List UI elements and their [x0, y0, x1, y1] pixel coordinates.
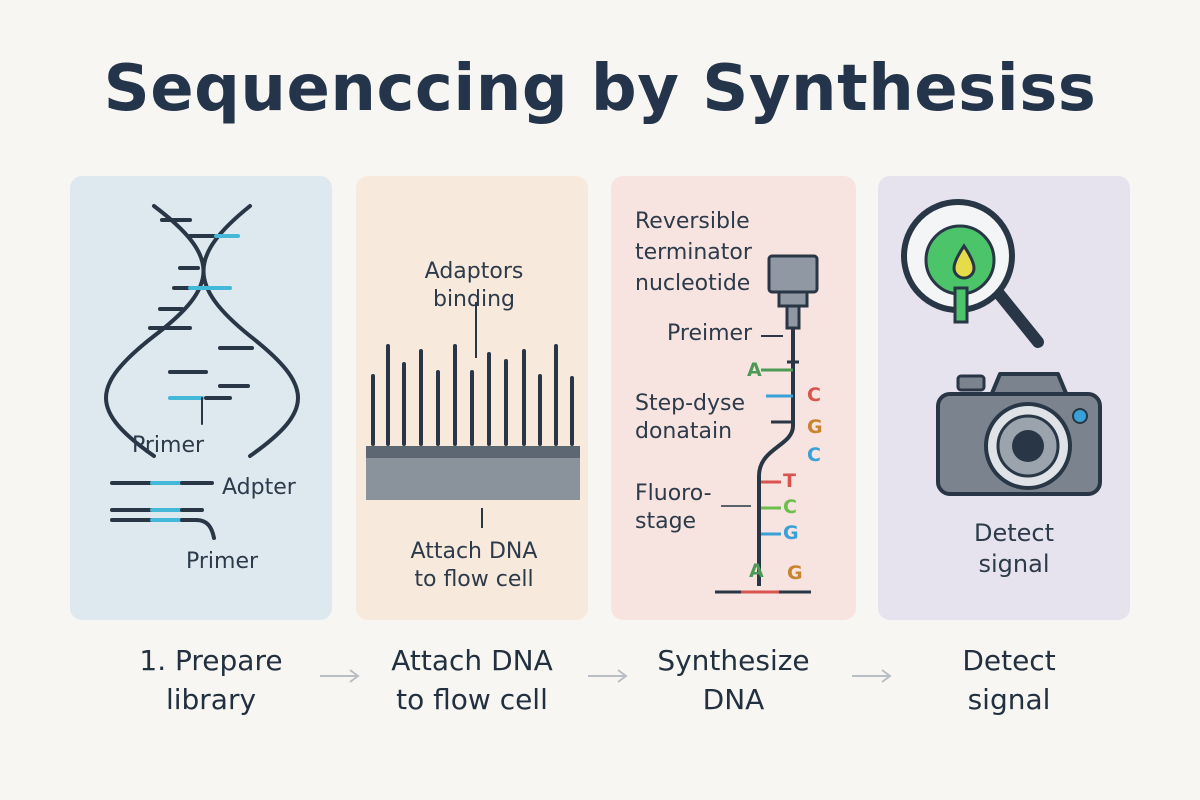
base-a-1: A: [747, 359, 762, 381]
label-preimer: Preimer: [667, 321, 753, 346]
base-g-2: G: [783, 522, 799, 544]
drop-icon: [952, 243, 976, 280]
panel-detect-signal: Detect signal: [878, 176, 1130, 620]
base-g-3: G: [787, 562, 803, 584]
base-c-1: C: [807, 384, 821, 406]
helix-strand-right: [201, 204, 300, 458]
label-attach-dna: Attach DNA to flow cell: [410, 539, 538, 593]
page-title: Sequenccing by Synthesiss: [103, 52, 1097, 126]
label-fluoro-stage: Fluoro- stage: [635, 481, 712, 535]
synthesis-illustration: [715, 254, 819, 594]
step-1-label: 1. Prepare library: [139, 644, 283, 716]
label-detect-signal: Detect signal: [973, 519, 1055, 579]
detection-illustration: [901, 199, 1102, 496]
base-c-3: C: [783, 496, 797, 518]
panel-prepare-library: Primer Adpter Primer: [70, 176, 332, 620]
base-g-1: G: [807, 416, 823, 438]
arrow-right-icon-1: [320, 669, 360, 683]
label-adapter: Adpter: [222, 475, 296, 500]
base-c-2: C: [807, 444, 821, 466]
helix-strand-left: [104, 204, 206, 458]
panel-synthesize-dna: Reversible terminator nucleotide Preimer…: [611, 176, 856, 620]
base-t-1: T: [783, 470, 796, 492]
dna-strands: [371, 344, 574, 446]
terminator-nucleotide-block: [767, 254, 819, 294]
arrow-right-icon-3: [852, 669, 892, 683]
step-2-label: Attach DNA to flow cell: [391, 644, 553, 716]
label-step-dyse: Step-dyse donatain: [635, 391, 746, 445]
label-primer-bottom: Primer: [186, 549, 259, 574]
flow-cell-top-edge: [366, 446, 580, 458]
label-adaptors-binding: Adaptors binding: [424, 259, 524, 313]
step-4-label: Detect signal: [962, 644, 1056, 716]
camera-icon: [936, 372, 1102, 496]
step-3-label: Synthesize DNA: [657, 644, 810, 716]
label-reversible-terminator: Reversible terminator nucleotide: [635, 209, 752, 297]
flow-cell-surface: [366, 458, 580, 500]
arrow-right-icon-2: [588, 669, 628, 683]
label-primer-top: Primer: [132, 433, 205, 458]
panel-attach-dna: Adaptors binding Attach DNA to flow cell: [356, 176, 588, 620]
adapter-strands: [110, 481, 216, 540]
dna-helix-illustration: [104, 204, 300, 540]
flow-cell-illustration: [366, 302, 580, 528]
base-a-2: A: [749, 560, 764, 582]
magnifier-icon: [901, 199, 1044, 348]
dna-template-strand: [757, 328, 795, 586]
